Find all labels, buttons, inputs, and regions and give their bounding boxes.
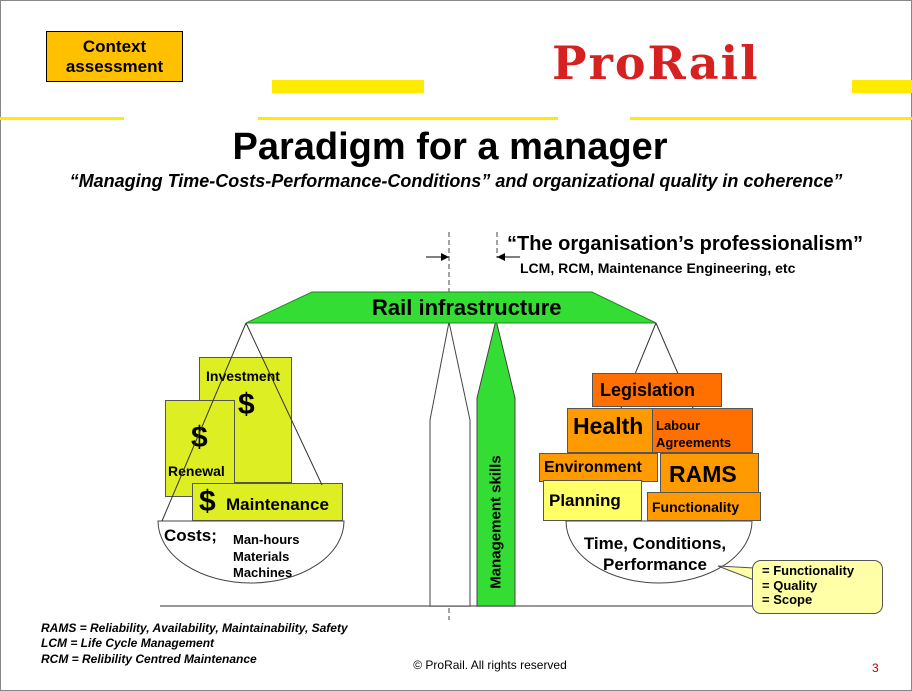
yellow-accent-bar (852, 80, 912, 93)
legislation-label: Legislation (600, 380, 696, 400)
white-pillar (429, 321, 471, 607)
legend-rcm: RCM = Relibility Centred Maintenance (41, 652, 257, 666)
cost-item: Machines (233, 565, 293, 580)
context-assessment-badge: Context assessment (46, 31, 183, 82)
functionality-label: Functionality (652, 499, 740, 515)
page-title: Paradigm for a manager (232, 126, 668, 168)
legend-lcm: LCM = Life Cycle Management (41, 636, 215, 650)
yellow-accent-bar (272, 80, 424, 93)
rail-infrastructure-label: Rail infrastructure (372, 295, 562, 320)
prorail-logo: ProRail (552, 36, 760, 90)
scope-callout: = Functionality = Quality = Scope (752, 560, 883, 614)
time-conditions-performance-label: Time, Conditions, Performance (583, 534, 727, 574)
beam (245, 291, 657, 324)
dollar-icon: $ (191, 421, 208, 454)
callout-line: = Quality (762, 577, 818, 593)
maintenance-label: Maintenance (226, 495, 329, 514)
costs-label: Costs; (164, 526, 217, 545)
rams-label: RAMS (669, 461, 737, 487)
professionalism-title: “The organisation’s professionalism” (507, 233, 863, 255)
health-label: Health (573, 413, 644, 439)
yellow-rule (630, 117, 912, 120)
legislation-box: Legislation (592, 373, 722, 407)
labour-agreements-label: Labour Agreements (656, 418, 732, 450)
legend-rams: RAMS = Reliability, Availability, Mainta… (41, 621, 348, 635)
callout-line: = Functionality (762, 563, 855, 578)
professionalism-subtitle: LCM, RCM, Maintenance Engineering, etc (520, 260, 796, 276)
callout-line: = Scope (762, 592, 813, 607)
pan-string (161, 322, 247, 522)
planning-box: Planning (543, 480, 642, 521)
arrow-left-head (441, 253, 449, 261)
pan-string (245, 322, 323, 486)
functionality-box: Functionality (647, 492, 761, 521)
planning-label: Planning (549, 491, 621, 510)
renewal-box: $ Renewal (165, 400, 235, 497)
investment-label: Investment (206, 368, 280, 384)
page-number: 3 (872, 661, 879, 675)
yellow-rule (0, 117, 124, 120)
cost-item: Man-hours (233, 532, 300, 547)
arrow-right-head (497, 253, 505, 261)
yellow-rule (258, 117, 558, 120)
left-pan (157, 520, 345, 584)
cost-item: Materials (233, 549, 290, 564)
labour-agreements-box: Labour Agreements (652, 408, 753, 453)
dollar-icon: $ (199, 485, 216, 518)
right-pan (565, 520, 753, 584)
management-pillar (476, 319, 516, 607)
copyright-footer: © ProRail. All rights reserved (413, 658, 567, 672)
environment-label: Environment (544, 459, 642, 476)
renewal-label: Renewal (168, 463, 225, 479)
dollar-icon: $ (238, 388, 255, 421)
page-subtitle: “Managing Time-Costs-Performance-Conditi… (69, 171, 843, 191)
maintenance-box: $ Maintenance (192, 483, 343, 521)
